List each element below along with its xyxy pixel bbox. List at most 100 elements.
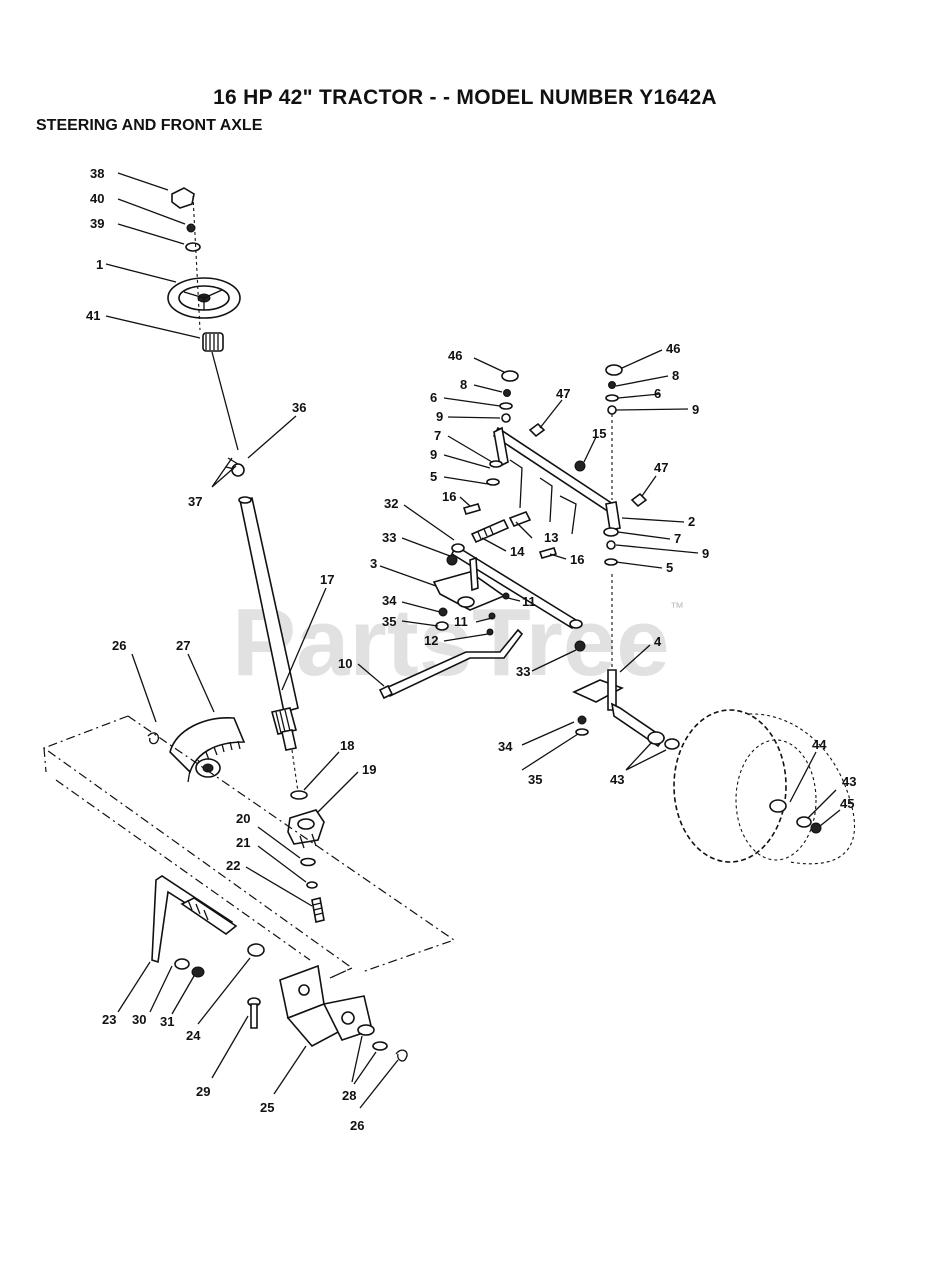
callout-19: 19 xyxy=(362,762,376,777)
ball-joint-33-right[interactable] xyxy=(574,640,586,652)
washer-28a[interactable] xyxy=(357,1024,375,1036)
bushing-7-right[interactable] xyxy=(603,527,619,537)
ball-joint-33-left[interactable] xyxy=(446,554,458,566)
washer-43c[interactable] xyxy=(796,816,812,828)
callout-27: 27 xyxy=(176,638,190,653)
steering-wheel[interactable] xyxy=(167,277,241,319)
nut-8-left[interactable] xyxy=(503,389,511,397)
callout-5-left: 5 xyxy=(430,469,437,484)
grease-fitting-right[interactable] xyxy=(630,492,648,508)
nut-22-washer[interactable] xyxy=(306,881,318,889)
section-subtitle: STEERING AND FRONT AXLE xyxy=(36,117,263,134)
watermark-text: PartsTree xyxy=(232,589,670,696)
washer-35-right[interactable] xyxy=(575,728,589,736)
washer-30[interactable] xyxy=(174,958,190,970)
steering-washer[interactable] xyxy=(185,242,201,252)
front-axle-parts xyxy=(378,364,855,865)
nut-31[interactable] xyxy=(191,966,205,978)
callout-14: 14 xyxy=(510,544,525,559)
callout-7-right: 7 xyxy=(674,531,681,546)
callout-6-left: 6 xyxy=(430,390,437,405)
pivot-bar[interactable] xyxy=(151,875,238,964)
callout-8-right: 8 xyxy=(672,368,679,383)
bearing-9-lower[interactable] xyxy=(606,540,616,550)
callout-6-right: 6 xyxy=(654,386,661,401)
callout-10: 10 xyxy=(338,656,352,671)
steering-pinion[interactable] xyxy=(287,809,325,849)
drag-link[interactable] xyxy=(378,628,524,700)
bolt-11a[interactable] xyxy=(488,612,496,620)
bearing-9-right[interactable] xyxy=(607,405,617,415)
washer-28b[interactable] xyxy=(372,1041,388,1051)
callout-46-left: 46 xyxy=(448,348,462,363)
steering-shaft[interactable] xyxy=(238,496,299,751)
callout-2: 2 xyxy=(688,514,695,529)
cap-46-right[interactable] xyxy=(605,364,623,376)
cap-46-left[interactable] xyxy=(501,370,519,382)
steering-cap[interactable] xyxy=(171,187,195,209)
washer-5-left[interactable] xyxy=(486,478,500,486)
callout-41: 41 xyxy=(86,308,100,323)
callout-22: 22 xyxy=(226,858,240,873)
callout-35-left: 35 xyxy=(382,614,396,629)
callout-15: 15 xyxy=(592,426,606,441)
nut-15[interactable] xyxy=(574,460,586,472)
callout-16-left: 16 xyxy=(442,489,456,504)
hair-pin-clip-26[interactable] xyxy=(147,732,160,745)
cap-nut-45[interactable] xyxy=(810,822,822,834)
callout-23: 23 xyxy=(102,1012,116,1027)
callout-12: 12 xyxy=(424,633,438,648)
washer-6-right[interactable] xyxy=(605,394,619,402)
callout-13: 13 xyxy=(544,530,558,545)
front-axle[interactable] xyxy=(492,426,621,535)
callout-5-right: 5 xyxy=(666,560,673,575)
carriage-bolt-29[interactable] xyxy=(247,997,261,1029)
tie-rod[interactable] xyxy=(450,543,583,630)
callout-34-right: 34 xyxy=(498,739,513,754)
bolt-12[interactable] xyxy=(486,628,494,636)
callout-1: 1 xyxy=(96,257,103,272)
washer-43b[interactable] xyxy=(664,738,680,750)
callout-43-left: 43 xyxy=(610,772,624,787)
bolt-13[interactable] xyxy=(508,510,532,528)
callout-21: 21 xyxy=(236,835,250,850)
callout-11-right: 11 xyxy=(522,594,536,609)
nut-34-left[interactable] xyxy=(438,607,448,617)
callout-20: 20 xyxy=(236,811,250,826)
callout-11-left: 11 xyxy=(454,614,468,629)
steering-nut[interactable] xyxy=(186,223,196,233)
steering-support-plate[interactable] xyxy=(279,964,373,1048)
bearing-9-left[interactable] xyxy=(501,413,511,423)
callout-47-left: 47 xyxy=(556,386,570,401)
bushing-24[interactable] xyxy=(247,943,265,957)
washer-43a[interactable] xyxy=(647,731,665,745)
callout-46-right: 46 xyxy=(666,341,680,356)
washer-5-right[interactable] xyxy=(604,558,618,566)
watermark-trademark: ™ xyxy=(670,599,684,615)
callout-16-right: 16 xyxy=(570,552,584,567)
pin-16-left[interactable] xyxy=(462,503,482,515)
steering-arm[interactable] xyxy=(432,556,506,611)
washer-21[interactable] xyxy=(300,857,316,867)
callout-9-right: 9 xyxy=(692,402,699,417)
callout-47-right: 47 xyxy=(654,460,668,475)
page-title: 16 HP 42" TRACTOR - - MODEL NUMBER Y1642… xyxy=(213,86,717,109)
bolt-22[interactable] xyxy=(311,897,325,923)
callout-30: 30 xyxy=(132,1012,146,1027)
bolt-14[interactable] xyxy=(470,518,510,544)
washer-6-left[interactable] xyxy=(499,402,513,410)
nut-8-right[interactable] xyxy=(608,381,616,389)
bushing-7-left[interactable] xyxy=(489,460,503,468)
callout-8-left: 8 xyxy=(460,377,467,392)
callout-40: 40 xyxy=(90,191,104,206)
sector-gear[interactable] xyxy=(169,717,246,783)
callout-29: 29 xyxy=(196,1084,210,1099)
hair-pin-clip-26b[interactable] xyxy=(395,1049,408,1062)
nut-34-right[interactable] xyxy=(577,715,587,725)
flange-washer[interactable] xyxy=(290,790,308,800)
steering-adapter[interactable] xyxy=(202,332,224,352)
bolt-11b[interactable] xyxy=(502,592,510,600)
front-tire[interactable] xyxy=(673,709,855,865)
pin-16-right[interactable] xyxy=(538,547,558,559)
